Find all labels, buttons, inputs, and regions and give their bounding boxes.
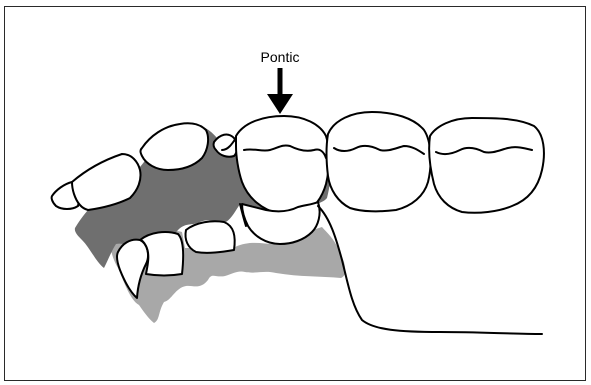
- pontic-arrow: [267, 68, 293, 114]
- lower-gum-outline: [318, 206, 542, 334]
- pontic-label: Pontic: [252, 49, 308, 65]
- crown-tooth-1: [327, 112, 431, 211]
- lower-tooth-3: [185, 221, 234, 253]
- crown-tooth-2: [429, 118, 544, 213]
